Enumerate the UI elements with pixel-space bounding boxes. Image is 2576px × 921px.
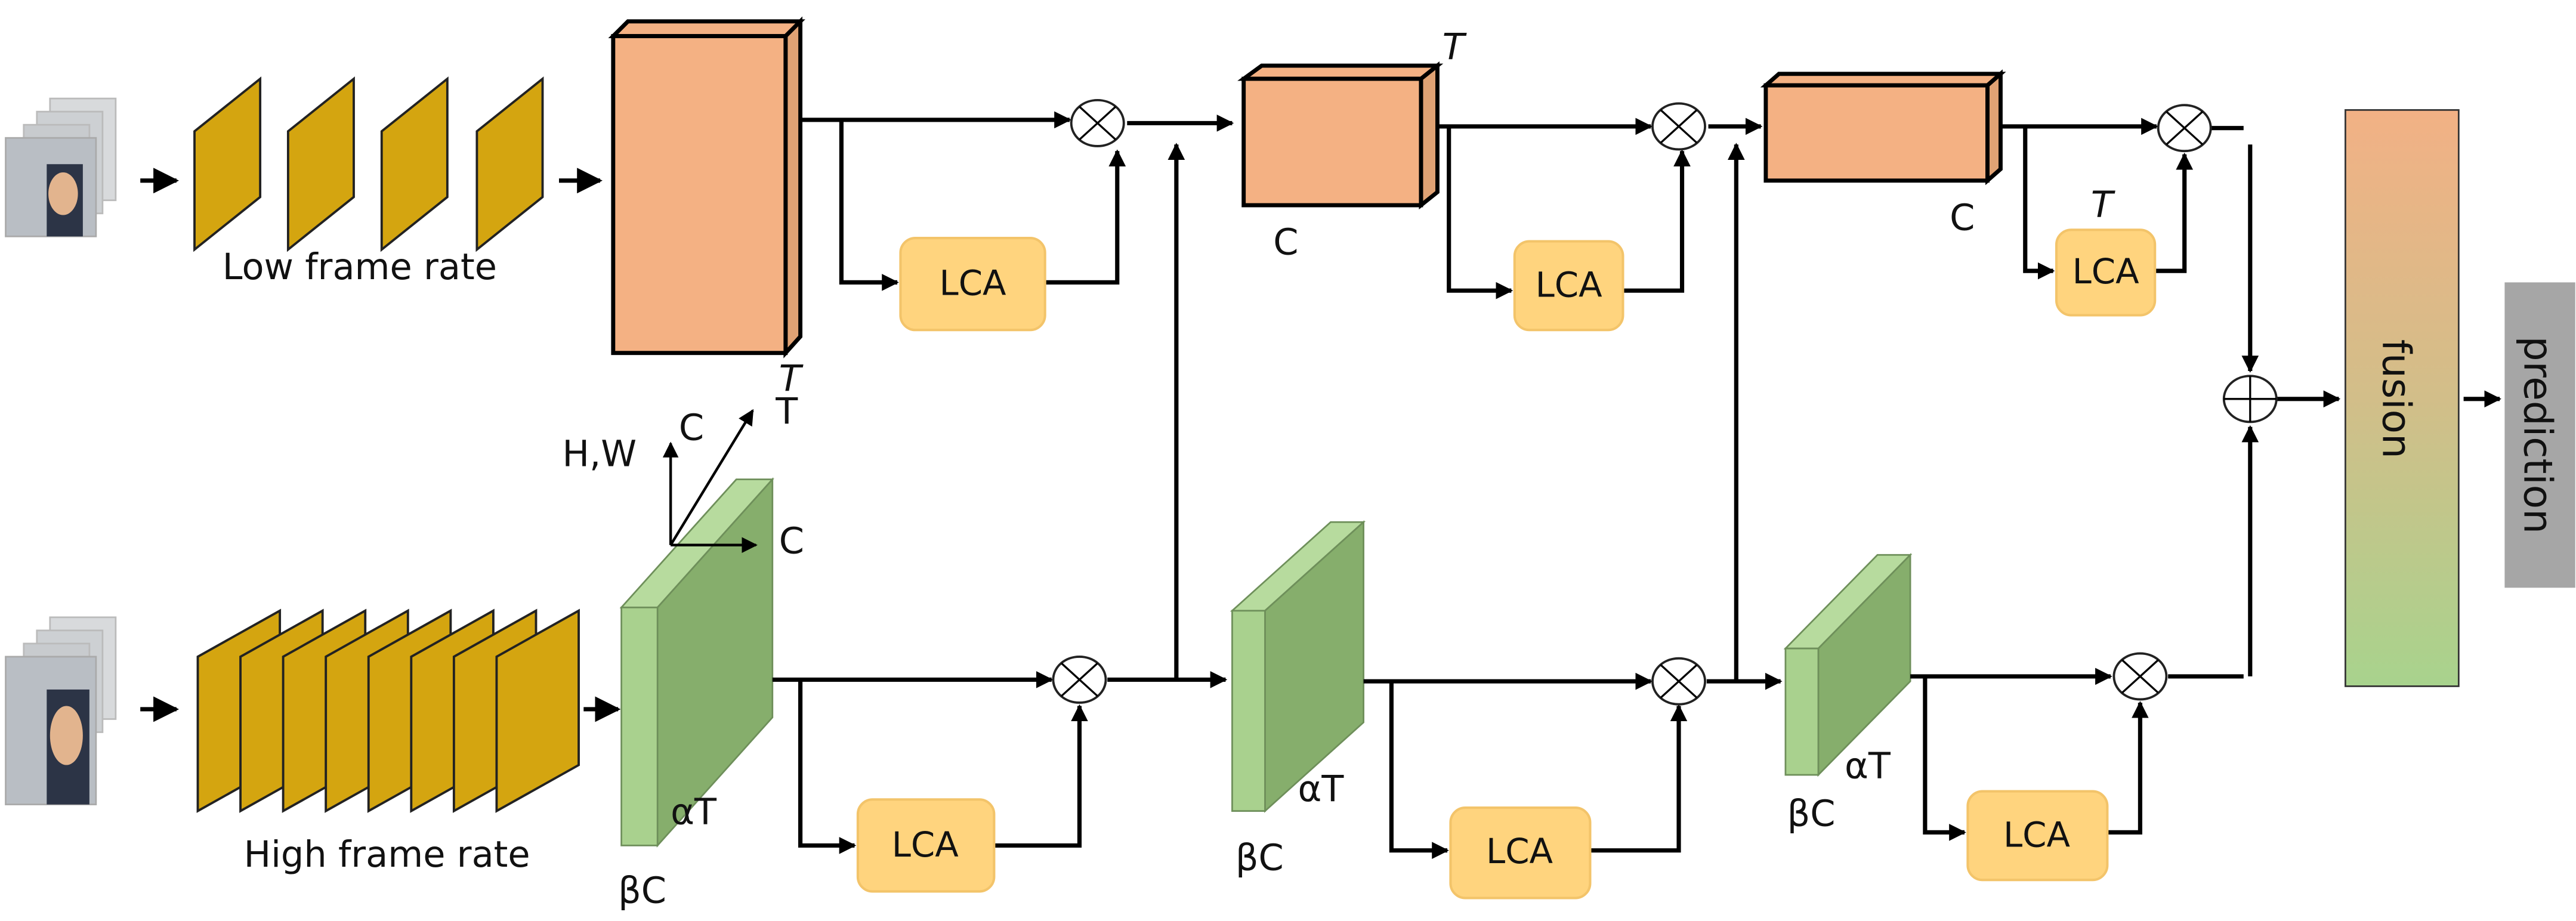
slow-connections: [800, 111, 2259, 373]
fast-feature-cuboid-2: [1230, 520, 1366, 813]
slow-feature-cuboid-1: [608, 16, 805, 358]
lca-module-fast-2: LCA: [1449, 806, 1592, 900]
axis-c-label: C: [779, 521, 804, 563]
dim-alpha-t-label: αT: [1298, 768, 1345, 810]
axis-indicator: H,W T C: [563, 391, 805, 562]
slow-input-frames: [5, 97, 117, 237]
dim-t-label: T: [1443, 26, 1467, 68]
fast-connections: [772, 143, 2502, 859]
lca-label: LCA: [2003, 814, 2071, 855]
high-frame-rate-label: High frame rate: [244, 834, 530, 876]
slow-feature-cuboid-2: [1237, 61, 1444, 210]
lca-module-slow-3: LCA: [2055, 228, 2157, 317]
dim-c-label: C: [1950, 197, 1975, 239]
fast-feature-cuboid-1: [619, 477, 774, 848]
dim-t-label: T: [779, 358, 804, 400]
multiply-operator-icon: [2157, 104, 2212, 153]
dim-alpha-t-label: αT: [1845, 746, 1891, 787]
lca-label: LCA: [1486, 831, 1553, 871]
lca-module-slow-1: LCA: [899, 237, 1046, 332]
dim-beta-c-label: βC: [1236, 837, 1284, 879]
dim-c-label: C: [1273, 222, 1298, 264]
axis-hw-label: H,W: [563, 434, 637, 475]
multiply-operator-icon: [1070, 98, 1125, 147]
dim-c-label: C: [679, 407, 704, 449]
lca-label: LCA: [892, 824, 959, 865]
fast-feature-cuboid-3: [1783, 552, 1913, 777]
fusion-label: fusion: [2374, 339, 2420, 459]
dim-t-label: T: [2091, 184, 2115, 225]
lca-label: LCA: [2072, 251, 2140, 292]
lca-label: LCA: [940, 263, 1007, 304]
lca-module-fast-3: LCA: [1966, 790, 2109, 882]
lca-module-fast-1: LCA: [856, 798, 996, 893]
dim-alpha-t-label: αT: [671, 792, 717, 833]
fusion-block: fusion: [2345, 109, 2460, 687]
dim-beta-c-label: βC: [618, 870, 666, 912]
multiply-operator-icon: [2112, 652, 2168, 701]
multiply-operator-icon: [1052, 655, 1107, 704]
fast-frame-features: [196, 608, 580, 813]
multiply-operator-icon: [1651, 102, 1706, 151]
low-frame-rate-label: Low frame rate: [223, 246, 497, 288]
lca-label: LCA: [1536, 264, 1603, 305]
dim-beta-c-label: βC: [1787, 793, 1836, 835]
fast-input-frames: [5, 616, 117, 805]
prediction-block: prediction: [2504, 282, 2575, 588]
multiply-operator-icon: [1651, 657, 1706, 706]
lca-module-slow-2: LCA: [1513, 240, 1624, 332]
slow-feature-cuboid-3: [1760, 69, 2006, 186]
slow-frame-features: [193, 76, 544, 252]
prediction-label: prediction: [2515, 336, 2560, 534]
add-operator-icon: [2222, 375, 2278, 424]
axis-t-label: T: [775, 391, 798, 432]
